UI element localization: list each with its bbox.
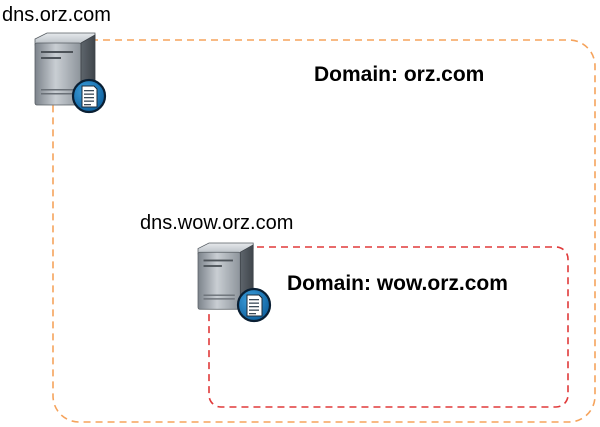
outer-zone-border: [52, 39, 596, 423]
outer-server-label: dns.orz.com: [2, 4, 111, 26]
inner-zone-border: [208, 246, 569, 408]
outer-domain-label: Domain: orz.com: [314, 63, 484, 86]
inner-server-label: dns.wow.orz.com: [140, 212, 293, 234]
outer-dns-server: [34, 32, 107, 114]
document-icon: [236, 287, 272, 323]
inner-domain-label: Domain: wow.orz.com: [287, 272, 508, 295]
inner-dns-server: [197, 242, 272, 323]
document-icon: [71, 78, 107, 114]
